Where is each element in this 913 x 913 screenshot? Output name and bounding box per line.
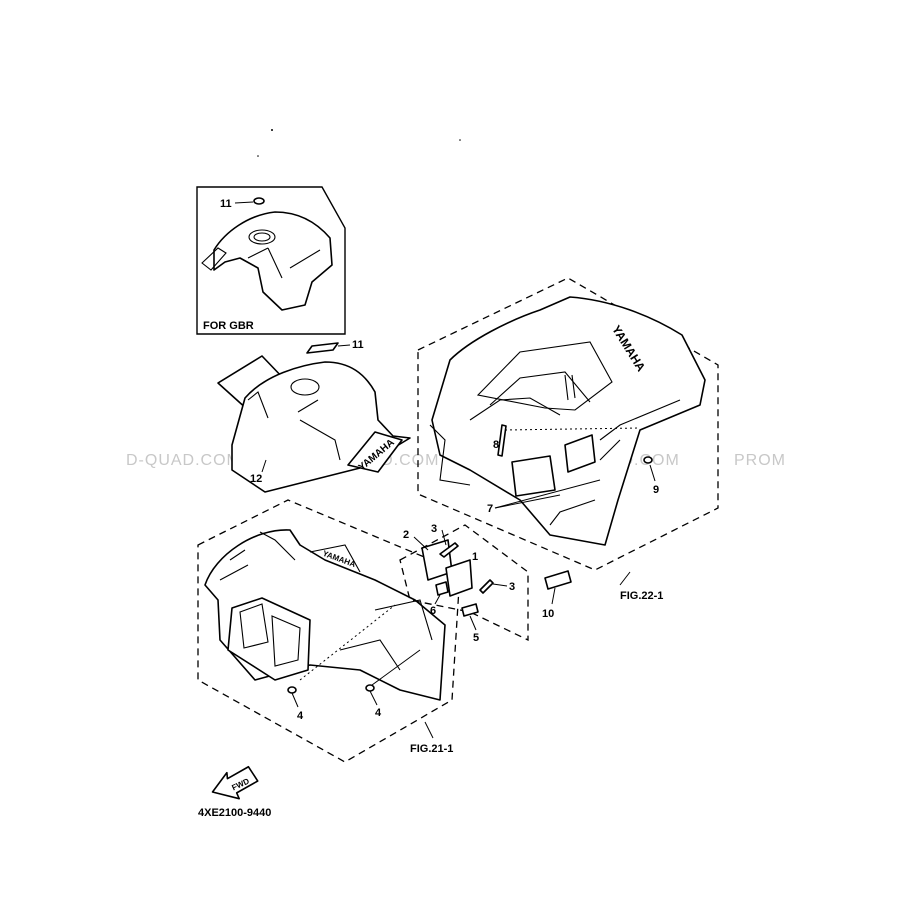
leader-line [424,721,434,739]
callout-11: 11 [352,339,364,351]
callout-10: 10 [542,608,554,620]
figure-ref-rear: FIG.22-1 [620,590,663,602]
leader-line [371,649,421,686]
leader-line [291,692,299,708]
callout-4a: 4 [297,710,304,722]
rear-fender-part [431,296,706,546]
leader-line [413,536,429,551]
subgroup-outline [399,524,529,642]
front-fender-top-gbr-part [201,211,333,311]
callout-3b: 3 [509,581,515,593]
washer-part [365,684,375,692]
leader-line [434,594,441,605]
callout-2: 2 [403,529,409,541]
front-fender-group: YAMAHA [197,499,529,763]
emblem-plug-part [253,197,265,205]
inset-caption: FOR GBR [203,320,254,332]
leader-line [234,201,254,204]
nut-part-6 [435,581,449,596]
callout-5: 5 [473,632,479,644]
watermark-segment: PROM [734,452,786,469]
leader-line [494,494,561,509]
callout-3a: 3 [431,523,437,535]
callout-12: 12 [250,473,262,485]
leader-line [441,529,447,546]
bolt-part [497,424,507,457]
callout-7: 7 [487,503,493,515]
speck [271,129,273,131]
plate-part-1 [445,559,473,597]
leader-line [299,604,396,681]
nut-part-5 [461,603,479,617]
callout-9: 9 [653,484,659,496]
leader-line [494,479,601,509]
screw-part-3 [479,579,494,594]
speck [459,139,461,141]
figure-ref-front: FIG.21-1 [410,743,453,755]
diagram-code: 4XE2100-9440 [198,807,271,819]
group-outline [417,277,719,571]
leader-line [469,615,477,631]
headlight-housing [227,597,311,681]
callout-4b: 4 [375,707,382,719]
leader-line [337,344,351,347]
screw-part-3 [439,542,459,558]
front-fender-cover-part-12: YAMAHA [217,342,411,493]
leader-line [649,464,656,482]
inset-frame [196,186,346,335]
rear-fender-group: YAMAHA [417,277,719,590]
callout-6: 6 [430,605,436,617]
grommet-part [643,456,653,464]
fwd-arrow-icon: FWD [211,765,259,800]
leader-line [619,571,631,586]
washer-part [287,686,297,694]
emblem-plug-part [306,342,339,354]
watermark-segment: D-QUAD.COM [126,452,241,469]
rear-license-plate-area [564,434,596,473]
inset-for-gbr: FOR GBR 11 [196,186,346,335]
leader-line [551,587,556,605]
group-outline [197,499,461,763]
callout-11-inset: 11 [220,198,232,210]
leader-line [261,459,267,473]
leader-line [492,583,508,587]
callout-1: 1 [472,551,478,563]
leader-line [369,690,378,706]
callout-8: 8 [493,439,499,451]
reflector-part [544,570,572,590]
plate-bracket-part [511,455,556,497]
speck [257,155,259,157]
